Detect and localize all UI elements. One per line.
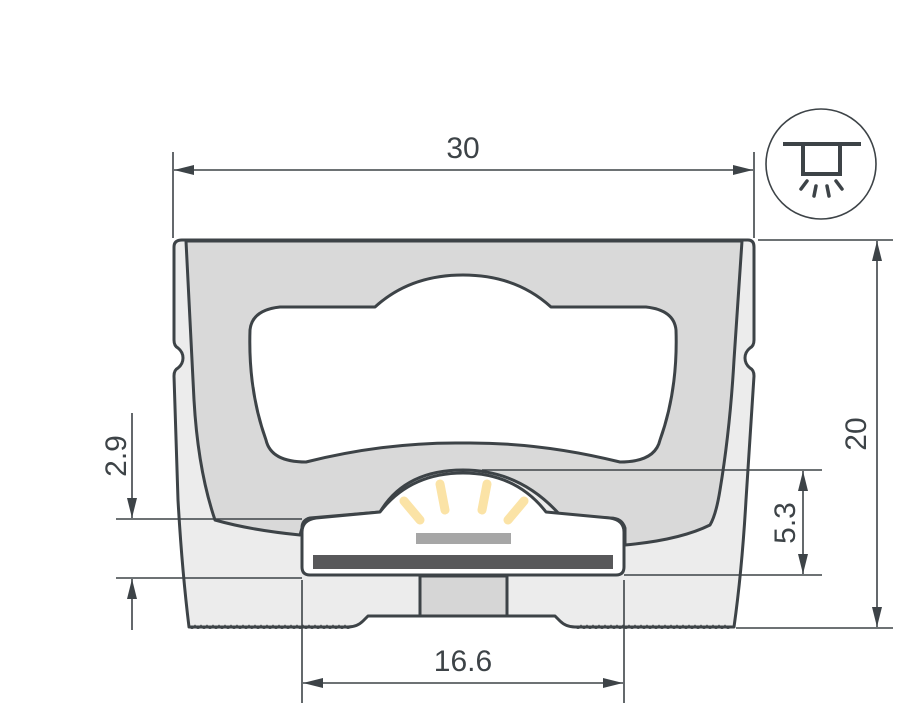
led-chip [416,533,511,544]
dimension-strip-thickness-label: 2.9 [100,435,133,477]
serrated-edge-left [188,624,352,629]
profile-cavity [248,273,678,464]
led-strip-housing [300,471,626,577]
dimension-height: 20 [736,239,893,629]
dimension-light-distance: 5.3 [482,469,822,576]
light-rays-icon [399,479,529,525]
dimension-width-label: 30 [446,132,479,165]
recessed-mount-light-icon [765,108,877,220]
serrated-edge-right [574,624,732,629]
dimension-width: 30 [172,132,755,238]
pcb-strip [313,555,613,569]
mount-block [418,574,509,618]
dimension-strip-width-label: 16.6 [434,645,492,678]
dimension-light-distance-label: 5.3 [769,502,802,544]
dimension-strip-width: 16.6 [301,580,625,703]
dimension-strip-thickness: 2.9 [100,413,302,630]
dimension-height-label: 20 [840,417,873,450]
